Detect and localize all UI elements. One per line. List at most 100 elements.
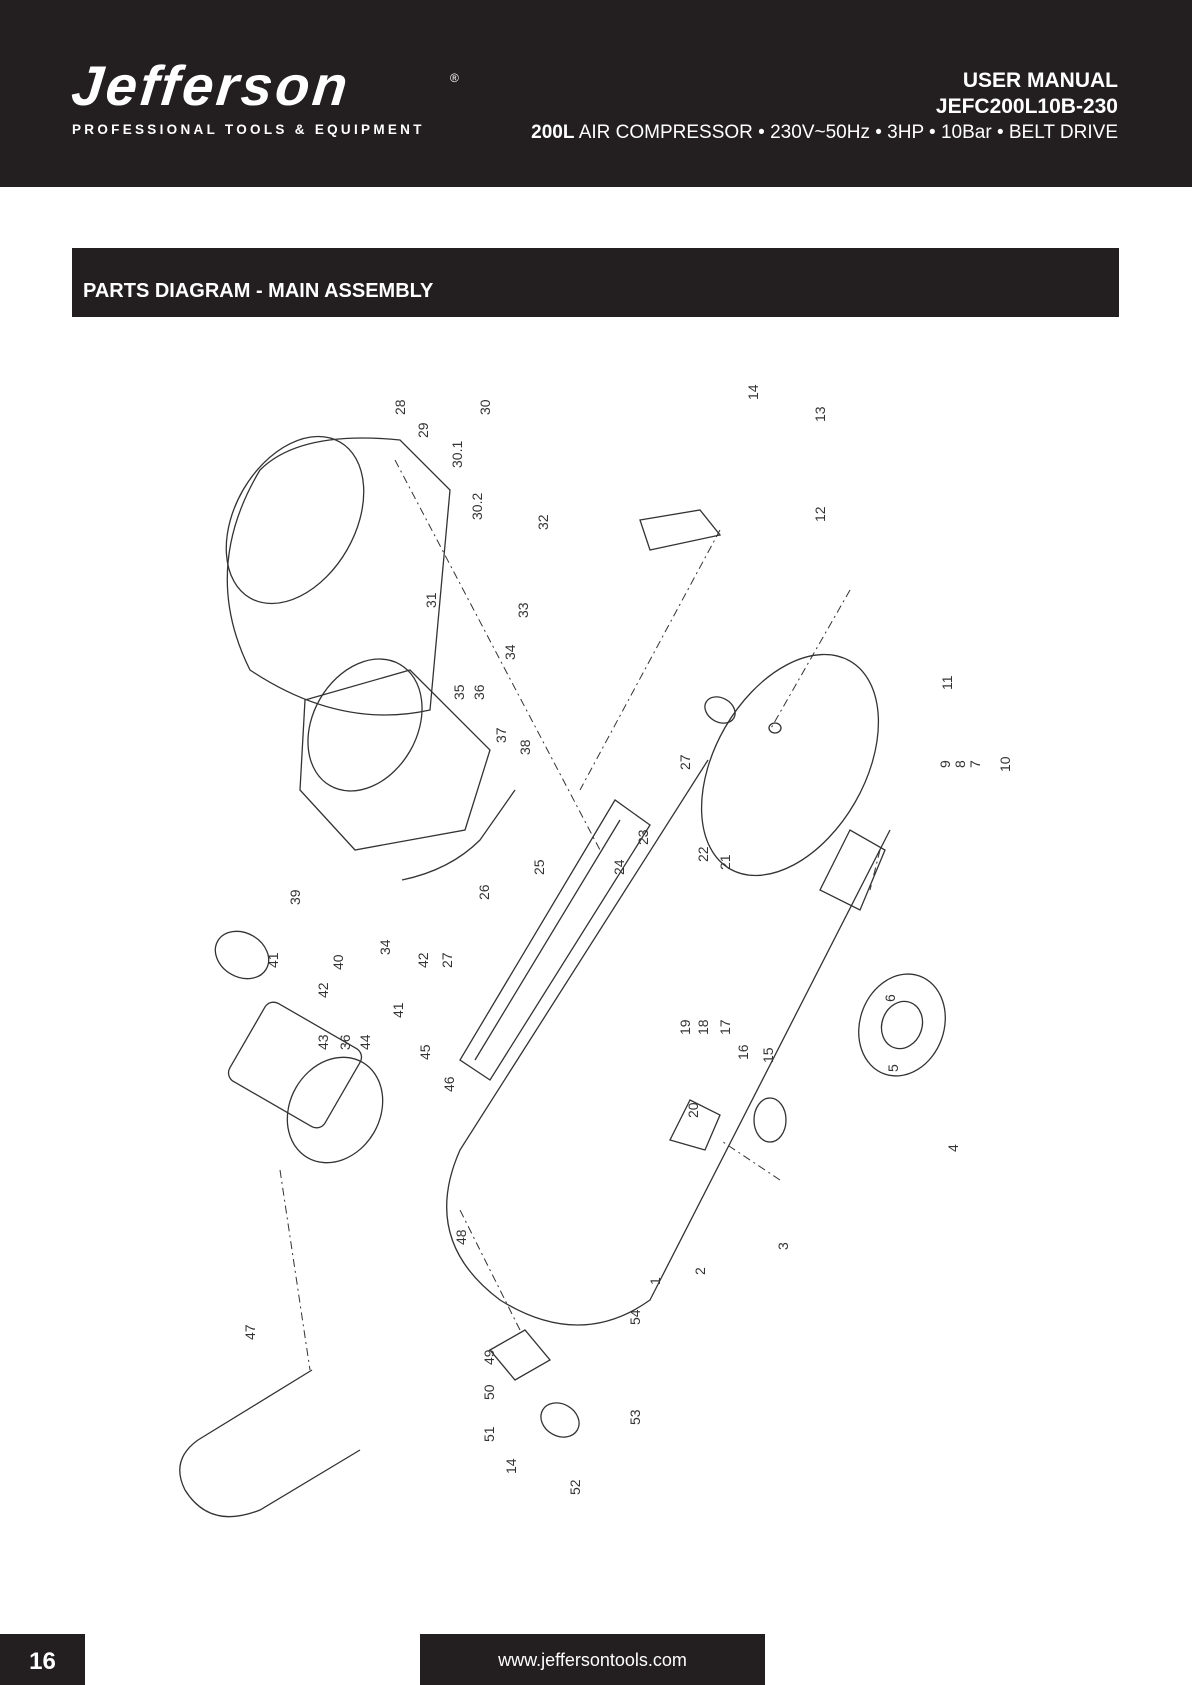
callout-3: 3 [775, 1242, 791, 1250]
footer-url-box: www.jeffersontools.com [420, 1634, 765, 1685]
product-spec: 200L AIR COMPRESSOR • 230V~50Hz • 3HP • … [531, 120, 1118, 146]
section-heading-bar: PARTS DIAGRAM - MAIN ASSEMBLY [72, 248, 1119, 317]
leader-lines [279, 459, 881, 1371]
callout-10: 10 [997, 756, 1013, 772]
delivery-pipe [401, 789, 516, 881]
model-number: JEFC200L10B-230 [935, 95, 1118, 118]
caster-wheel [753, 1097, 787, 1143]
callout-17: 17 [717, 1019, 733, 1035]
callout-36-bottom: 36 [337, 1034, 353, 1050]
foot-right [819, 829, 886, 911]
belt-guard [226, 437, 451, 716]
parts-diagram: 1 2 3 4 5 6 7 8 9 10 11 12 13 14 15 16 1… [160, 370, 1040, 1580]
callout-44: 42 [315, 982, 331, 998]
callout-24: 24 [611, 859, 627, 875]
callout-52: 50 [481, 1384, 497, 1400]
callout-28: 28 [392, 399, 408, 415]
motor-pulley [214, 930, 270, 980]
callout-33: 33 [515, 602, 531, 618]
page-number: 16 [29, 1648, 56, 1675]
foot-left [669, 1099, 721, 1151]
logo-wordmark: Jefferson [68, 54, 354, 117]
callout-2: 2 [692, 1267, 708, 1275]
registered-mark: ® [450, 71, 459, 85]
callout-18: 18 [695, 1019, 711, 1035]
callout-41: 41 [390, 1002, 406, 1018]
callout-8: 8 [952, 760, 968, 768]
callout-37: 37 [493, 727, 509, 743]
callout-22: 22 [695, 846, 711, 862]
callout-42: 42 [415, 952, 431, 968]
callout-29: 29 [415, 422, 431, 438]
callout-12: 12 [812, 506, 828, 522]
callout-9: 9 [937, 760, 953, 768]
callout-4: 4 [945, 1144, 961, 1152]
base-plate [459, 799, 651, 1081]
callout-36-top: 36 [471, 684, 487, 700]
part-callouts: 1 2 3 4 5 6 7 8 9 10 11 12 13 14 15 16 1… [242, 384, 1013, 1495]
callout-13: 13 [812, 406, 828, 422]
callout-43: 41 [265, 952, 281, 968]
callout-23: 23 [635, 829, 651, 845]
spec-details: AIR COMPRESSOR • 230V~50Hz • 3HP • 10Bar… [574, 122, 1118, 143]
footer-url[interactable]: www.jeffersontools.com [498, 1650, 687, 1670]
callout-16: 16 [735, 1044, 751, 1060]
callout-5: 5 [885, 1064, 901, 1072]
callout-40: 40 [330, 954, 346, 970]
callout-20: 20 [685, 1102, 701, 1118]
callout-14-bottom: 14 [503, 1458, 519, 1474]
callout-34-bottom: 34 [377, 939, 393, 955]
tank-end-cap [700, 653, 880, 877]
callout-30-1: 30.1 [449, 441, 465, 468]
callout-45: 43 [315, 1034, 331, 1050]
callout-14-top: 14 [745, 384, 761, 400]
page-header: Jefferson ® PROFESSIONAL TOOLS & EQUIPME… [0, 0, 1192, 187]
section-title: PARTS DIAGRAM - MAIN ASSEMBLY [83, 280, 434, 302]
jefferson-logo: Jefferson ® PROFESSIONAL TOOLS & EQUIPME… [69, 54, 472, 146]
pulley [307, 658, 423, 792]
callout-15: 15 [760, 1047, 776, 1063]
tank-body [446, 759, 891, 1326]
wheel [858, 973, 946, 1077]
motor-fan-cover [286, 1056, 384, 1164]
handle [179, 1369, 361, 1518]
callout-25: 25 [531, 859, 547, 875]
callout-30: 30 [477, 399, 493, 415]
callout-27-bottom: 27 [439, 952, 455, 968]
callout-32: 32 [535, 514, 551, 530]
header-info: USER MANUAL JEFC200L10B-230 200L AIR COM… [531, 68, 1118, 146]
callout-50: 48 [453, 1229, 469, 1245]
callout-21: 21 [717, 854, 733, 870]
callout-55: 53 [627, 1409, 643, 1425]
callout-27-top: 27 [677, 754, 693, 770]
callout-46: 44 [357, 1034, 373, 1050]
callout-47: 45 [417, 1044, 433, 1060]
wheel-hub [880, 1000, 924, 1050]
base-plate-inner [474, 819, 621, 1061]
tank-port [704, 696, 736, 724]
callout-1: 1 [647, 1277, 663, 1285]
regulator [639, 509, 722, 551]
gauge [540, 1402, 580, 1438]
callout-48: 46 [441, 1076, 457, 1092]
callout-30-2: 30.2 [469, 493, 485, 520]
drawing-lines [179, 435, 946, 1518]
logo-tagline: PROFESSIONAL TOOLS & EQUIPMENT [72, 122, 425, 137]
callout-56: 54 [627, 1309, 643, 1325]
pump-head [299, 669, 491, 851]
callout-7: 7 [967, 760, 983, 768]
spec-capacity: 200L [531, 122, 575, 143]
callout-39: 39 [287, 889, 303, 905]
motor-body [227, 1001, 363, 1129]
fan-grille [225, 435, 365, 605]
page-number-box: 16 [0, 1634, 85, 1685]
callout-6: 6 [882, 994, 898, 1002]
callout-34-top: 34 [502, 644, 518, 660]
callout-19: 19 [677, 1019, 693, 1035]
callout-49: 47 [242, 1324, 258, 1340]
callout-35: 35 [451, 684, 467, 700]
tank-port-small [768, 722, 782, 734]
callout-54: 52 [567, 1479, 583, 1495]
callout-31: 31 [423, 592, 439, 608]
callout-11: 11 [939, 675, 955, 690]
